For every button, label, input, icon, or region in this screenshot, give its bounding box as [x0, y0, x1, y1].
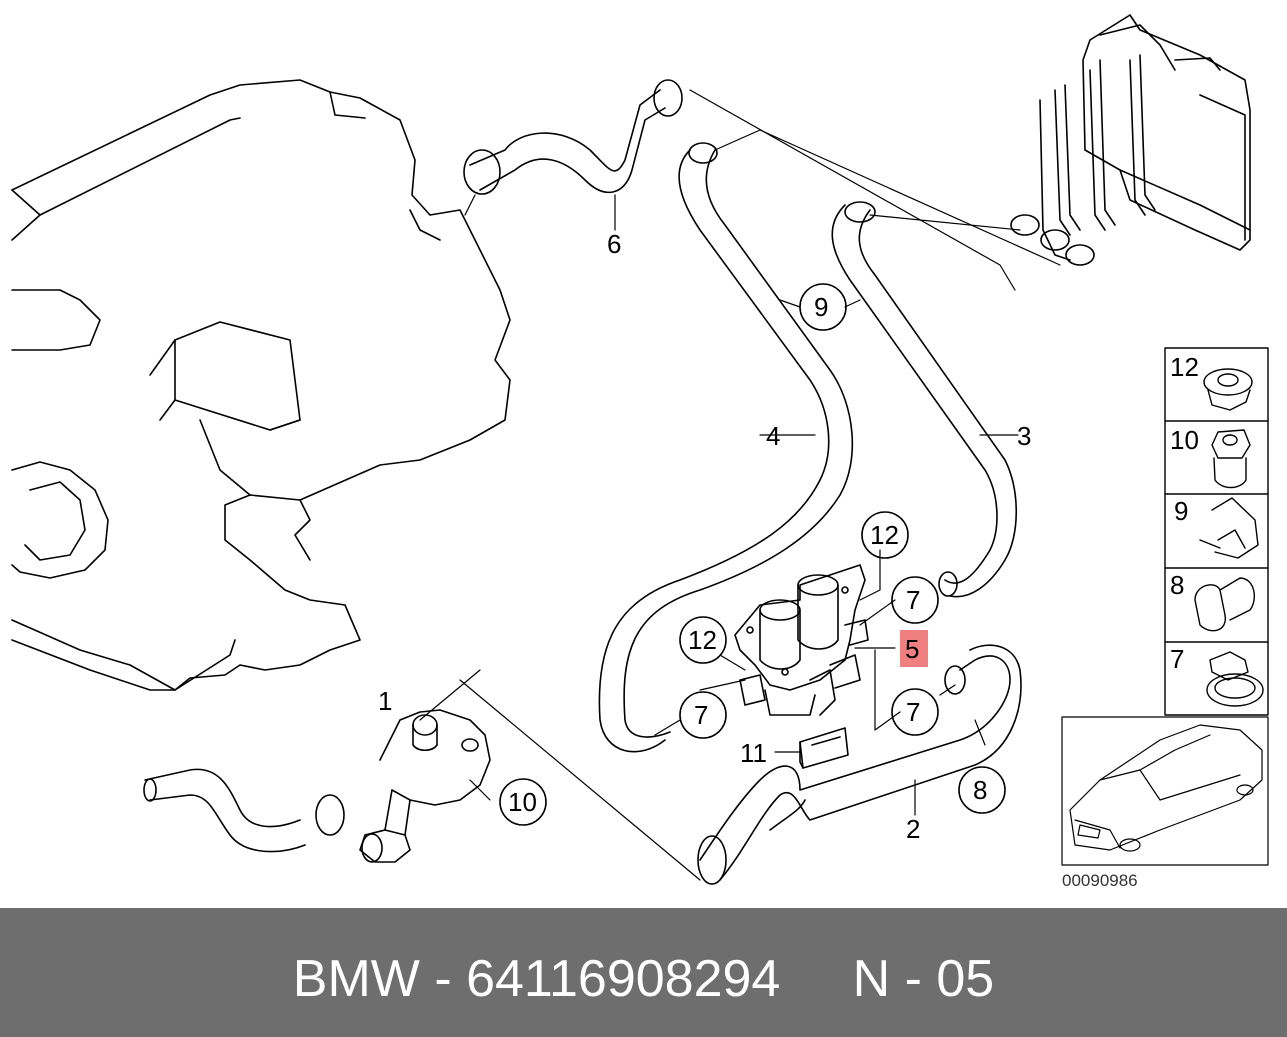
- heater-valve-drawing: [734, 564, 869, 716]
- panel-label-8: 8: [1170, 570, 1184, 600]
- pump-hose-drawing: [143, 768, 345, 853]
- label-10: 10: [508, 787, 537, 817]
- heater-core-drawing: [1010, 14, 1251, 266]
- hose-4-drawing: [598, 142, 854, 753]
- footer-bar: [0, 908, 1287, 1037]
- side-panel-drawing: [1164, 347, 1269, 716]
- label-4: 4: [766, 421, 780, 451]
- label-12-upper: 12: [870, 520, 899, 550]
- label-6: 6: [607, 229, 621, 259]
- label-8: 8: [973, 775, 987, 805]
- footer-text: BMW - 64116908294 N - 05: [292, 950, 995, 1008]
- leader-lines: [419, 89, 1061, 881]
- hose-6-drawing: [463, 79, 683, 195]
- label-1: 1: [378, 686, 392, 716]
- label-3: 3: [1017, 421, 1031, 451]
- label-7-right: 7: [906, 697, 920, 727]
- label-7-upper: 7: [906, 585, 920, 615]
- car-thumbnail-drawing: [1061, 716, 1269, 866]
- side-panel-labels: 12 10 9 8 7: [1170, 352, 1199, 674]
- label-11: 11: [740, 738, 767, 768]
- water-pump-drawing: [359, 709, 491, 863]
- panel-label-12: 12: [1170, 352, 1199, 382]
- label-12-left: 12: [688, 625, 717, 655]
- parts-diagram: 1 2 3 4 5 6 7 7 7 8 9 10 11 12 12 12 10 …: [11, 14, 1269, 890]
- label-7-left: 7: [694, 700, 708, 730]
- panel-label-10: 10: [1170, 425, 1199, 455]
- label-5: 5: [905, 634, 919, 664]
- callout-circles: [499, 283, 1006, 826]
- panel-label-7: 7: [1170, 644, 1184, 674]
- image-code: 00090986: [1062, 871, 1138, 890]
- part-labels: 1 2 3 4 5 6 7 7 7 8 9 10 11 12 12: [378, 229, 1031, 844]
- hose-2-8-drawing: [697, 644, 1022, 885]
- part-11-drawing: [799, 727, 849, 769]
- label-9: 9: [814, 292, 828, 322]
- engine-block-drawing: [11, 79, 511, 691]
- panel-label-9: 9: [1174, 496, 1188, 526]
- label-2: 2: [906, 814, 920, 844]
- highlight-box: [900, 630, 928, 667]
- hose-3-drawing: [831, 201, 1017, 598]
